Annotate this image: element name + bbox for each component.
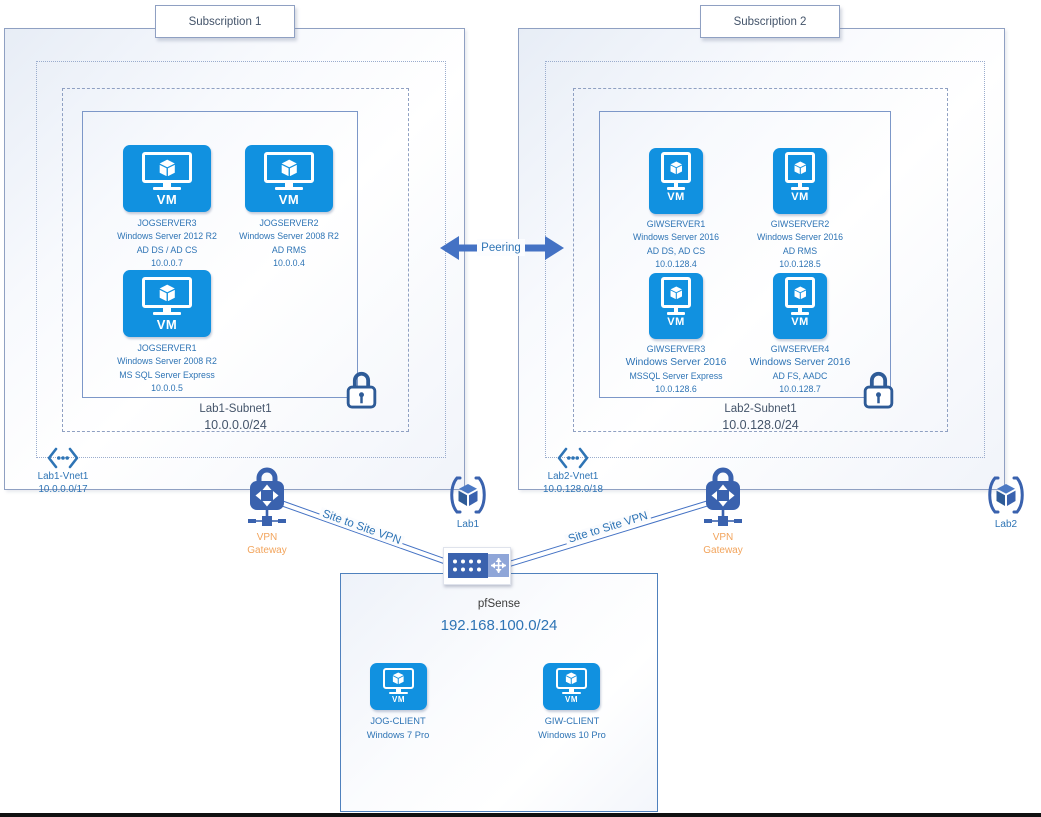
- vm3-label: JOGSERVER1 Windows Server 2008 R2 MS SQL…: [117, 343, 217, 394]
- nsg1-boundary: [82, 111, 358, 398]
- monitor-icon: [660, 152, 692, 183]
- vm-icon: VM: [649, 148, 703, 214]
- bottom-divider: [0, 813, 1041, 817]
- vm7-label: GIWSERVER4 Windows Server 2016 AD FS, AA…: [749, 344, 851, 395]
- client1-label: JOG-CLIENT Windows 7 Pro: [366, 716, 430, 740]
- vm-badge: VM: [667, 190, 685, 203]
- vm-badge: VM: [791, 315, 809, 328]
- subnet2-boundary: [573, 88, 948, 432]
- subscription2-title-box: Subscription 2: [700, 5, 840, 38]
- vm-icon: VM: [543, 663, 600, 710]
- vm6-label: GIWSERVER3 Windows Server 2016 MSSQL Ser…: [625, 344, 727, 395]
- vpn-gateway-icon: [247, 466, 287, 530]
- vpn-gateway-right-label: VPN Gateway: [703, 532, 743, 556]
- vm-badge: VM: [278, 191, 300, 207]
- vm-badge: VM: [392, 695, 405, 705]
- monitor-icon: [382, 667, 415, 690]
- router-chip: [443, 547, 511, 585]
- vm-badge: VM: [565, 695, 578, 705]
- vm-icon: VM: [773, 148, 827, 214]
- site-to-site-vpn-right-label: Site to Site VPN: [564, 509, 653, 547]
- vm-badge: VM: [667, 315, 685, 328]
- monitor-icon: [555, 667, 588, 690]
- client2-label: GIW-CLIENT Windows 10 Pro: [538, 716, 606, 740]
- vnet2-label: Lab2-Vnet1 10.0.128.0/18: [543, 471, 603, 495]
- peering-label: Peering: [477, 239, 525, 256]
- vm-badge: VM: [791, 190, 809, 203]
- vm-icon: VM: [123, 145, 211, 212]
- vnet-icon: [46, 447, 80, 469]
- resource-group-icon: [986, 476, 1026, 516]
- subscription1-title: Subscription 1: [188, 15, 262, 28]
- monitor-icon: [784, 152, 816, 183]
- vm-badge: VM: [156, 316, 178, 332]
- vm-badge: VM: [156, 191, 178, 207]
- monitor-icon: [660, 277, 692, 308]
- vm1-label: JOGSERVER3 Windows Server 2012 R2 AD DS …: [117, 218, 217, 269]
- vpn-gateway-left-label: VPN Gateway: [247, 532, 287, 556]
- vm-icon: VM: [649, 273, 703, 339]
- vm5-label: GIWSERVER2 Windows Server 2016 AD RMS 10…: [756, 219, 844, 270]
- monitor-icon: [264, 152, 314, 183]
- subscription1-title-box: Subscription 1: [155, 5, 295, 38]
- vpn-gateway-icon: [703, 466, 743, 530]
- monitor-icon: [142, 277, 192, 308]
- site-to-site-vpn-left-label: Site to Site VPN: [317, 507, 406, 548]
- subnet2-label: Lab2-Subnet1 10.0.128.0/24: [722, 403, 799, 432]
- onprem-cidr-label: 192.168.100.0/24: [440, 617, 558, 634]
- pfsense-label: pfSense: [477, 598, 521, 610]
- resource-group1-label: Lab1: [456, 519, 480, 530]
- subscription2-title: Subscription 2: [733, 15, 807, 28]
- vnet-icon: [556, 447, 590, 469]
- monitor-icon: [142, 152, 192, 183]
- resource-group2-label: Lab2: [994, 519, 1018, 530]
- vnet1-label: Lab1-Vnet1 10.0.0.0/17: [37, 471, 89, 495]
- vm2-label: JOGSERVER2 Windows Server 2008 R2 AD RMS…: [239, 218, 339, 269]
- resource-group-icon: [448, 476, 488, 516]
- vm4-label: GIWSERVER1 Windows Server 2016 AD DS, AD…: [632, 219, 720, 270]
- vnet1-boundary: [36, 61, 446, 458]
- vm-icon: VM: [773, 273, 827, 339]
- vm-icon: VM: [123, 270, 211, 337]
- monitor-icon: [784, 277, 816, 308]
- subscription1-boundary: [4, 28, 465, 490]
- pfsense-router-icon: [444, 548, 512, 586]
- nsg2-boundary: [599, 111, 891, 398]
- subnet1-label: Lab1-Subnet1 10.0.0.0/24: [199, 403, 272, 432]
- vm-icon: VM: [370, 663, 427, 710]
- subnet1-boundary: [62, 88, 409, 432]
- vm-icon: VM: [245, 145, 333, 212]
